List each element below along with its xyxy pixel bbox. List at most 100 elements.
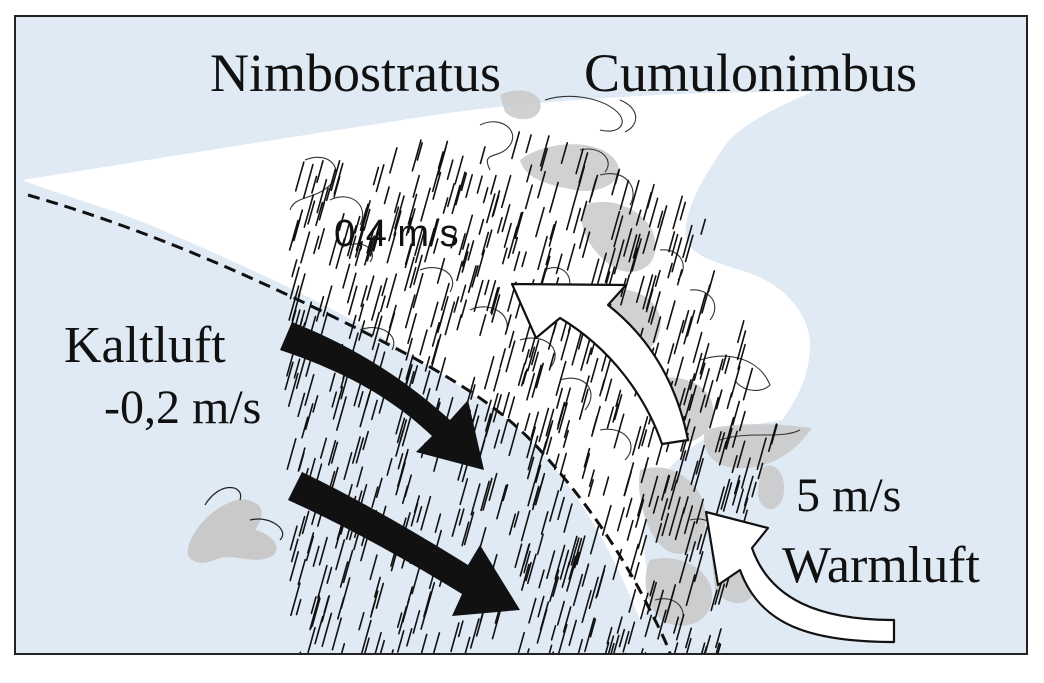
rain-streak bbox=[471, 265, 479, 288]
rain-streak bbox=[693, 457, 704, 492]
rain-streak bbox=[294, 161, 305, 192]
rain-streak bbox=[545, 408, 555, 437]
rain-streak bbox=[469, 618, 480, 649]
rain-streak bbox=[676, 269, 683, 286]
rain-streak bbox=[358, 303, 365, 322]
rain-streak bbox=[467, 240, 475, 261]
rain-streak bbox=[610, 642, 615, 654]
rain-streak bbox=[432, 238, 439, 254]
rain-streak bbox=[546, 550, 556, 580]
rain-streak bbox=[327, 439, 337, 466]
rain-streak bbox=[389, 147, 398, 174]
rain-streak bbox=[564, 387, 572, 407]
rain-streak bbox=[639, 592, 649, 620]
rain-streak bbox=[461, 243, 470, 267]
rain-streak bbox=[458, 233, 466, 256]
rain-streak bbox=[336, 596, 345, 620]
rain-streak bbox=[590, 405, 601, 437]
rain-streak bbox=[560, 327, 571, 361]
rain-streak bbox=[484, 399, 492, 422]
rain-streak bbox=[581, 452, 591, 480]
rain-streak bbox=[407, 208, 416, 234]
rain-streak bbox=[458, 508, 465, 526]
rain-streak bbox=[649, 580, 656, 597]
rain-streak bbox=[589, 618, 597, 638]
rain-streak bbox=[628, 179, 640, 215]
rain-streak bbox=[287, 372, 299, 408]
rain-streak bbox=[514, 543, 523, 569]
rain-streak bbox=[581, 563, 590, 587]
rain-streak bbox=[404, 474, 413, 498]
rain-streak bbox=[580, 200, 588, 222]
rain-streak bbox=[362, 430, 370, 451]
rain-streak bbox=[699, 394, 706, 413]
rain-streak bbox=[531, 364, 542, 398]
rain-streak bbox=[330, 441, 339, 464]
rain-streak bbox=[396, 451, 409, 488]
rain-streak bbox=[446, 159, 454, 180]
rain-streak bbox=[628, 588, 637, 613]
rain-streak bbox=[411, 565, 421, 595]
rain-streak bbox=[555, 253, 563, 275]
nimbostratus-label: Nimbostratus bbox=[210, 43, 501, 103]
rain-streak bbox=[548, 220, 558, 247]
rain-streak bbox=[689, 373, 696, 391]
rain-streak bbox=[314, 615, 324, 645]
rain-streak bbox=[552, 576, 560, 598]
rain-streak bbox=[492, 194, 500, 216]
rain-streak bbox=[437, 151, 444, 170]
rain-streak bbox=[671, 237, 683, 273]
rain-streak bbox=[647, 306, 654, 323]
rain-streak bbox=[545, 436, 553, 455]
rain-streak bbox=[363, 208, 371, 231]
rain-streak bbox=[320, 311, 329, 338]
rain-streak bbox=[436, 311, 445, 334]
warm-air-label: Warmluft bbox=[782, 537, 980, 594]
rain-streak bbox=[332, 386, 344, 420]
rain-streak bbox=[322, 285, 333, 317]
rain-streak bbox=[550, 624, 557, 641]
rain-streak bbox=[528, 334, 537, 358]
rain-streak bbox=[444, 301, 456, 336]
rain-streak bbox=[650, 291, 661, 325]
rain-streak bbox=[486, 229, 493, 248]
rain-streak bbox=[571, 180, 581, 212]
rain-streak bbox=[709, 396, 720, 429]
rain-streak bbox=[500, 174, 512, 209]
rain-streak bbox=[641, 429, 648, 447]
rain-streak bbox=[699, 342, 710, 375]
rain-streak bbox=[584, 617, 595, 653]
rain-streak bbox=[459, 477, 469, 506]
rain-streak bbox=[348, 285, 358, 316]
rain-streak bbox=[460, 299, 468, 319]
rain-streak bbox=[652, 495, 660, 514]
rain-streak bbox=[590, 357, 599, 383]
rain-streak bbox=[530, 411, 540, 438]
rain-streak bbox=[604, 378, 613, 402]
rain-streak bbox=[520, 509, 531, 542]
rain-streak bbox=[317, 228, 326, 250]
rain-streak bbox=[413, 254, 423, 286]
rain-streak bbox=[604, 641, 610, 654]
rain-streak bbox=[357, 390, 364, 408]
rain-streak bbox=[567, 535, 578, 568]
rain-streak bbox=[667, 262, 673, 279]
rain-streak bbox=[284, 361, 294, 391]
rain-streak bbox=[412, 272, 424, 309]
rain-streak bbox=[371, 315, 383, 351]
rain-streak bbox=[424, 227, 435, 263]
rain-streak bbox=[597, 252, 608, 284]
rain-streak bbox=[633, 561, 640, 580]
rain-streak bbox=[405, 217, 413, 236]
rain-streak bbox=[372, 166, 380, 186]
rain-streak bbox=[396, 417, 406, 444]
rain-streak bbox=[535, 362, 545, 389]
rain-streak bbox=[673, 642, 679, 654]
rain-streak bbox=[716, 643, 722, 654]
rain-streak bbox=[653, 220, 664, 251]
rain-streak bbox=[623, 477, 630, 497]
rain-streak bbox=[700, 218, 707, 235]
rain-streak bbox=[612, 634, 620, 654]
rain-streak bbox=[325, 168, 337, 202]
rain-streak bbox=[335, 238, 346, 270]
